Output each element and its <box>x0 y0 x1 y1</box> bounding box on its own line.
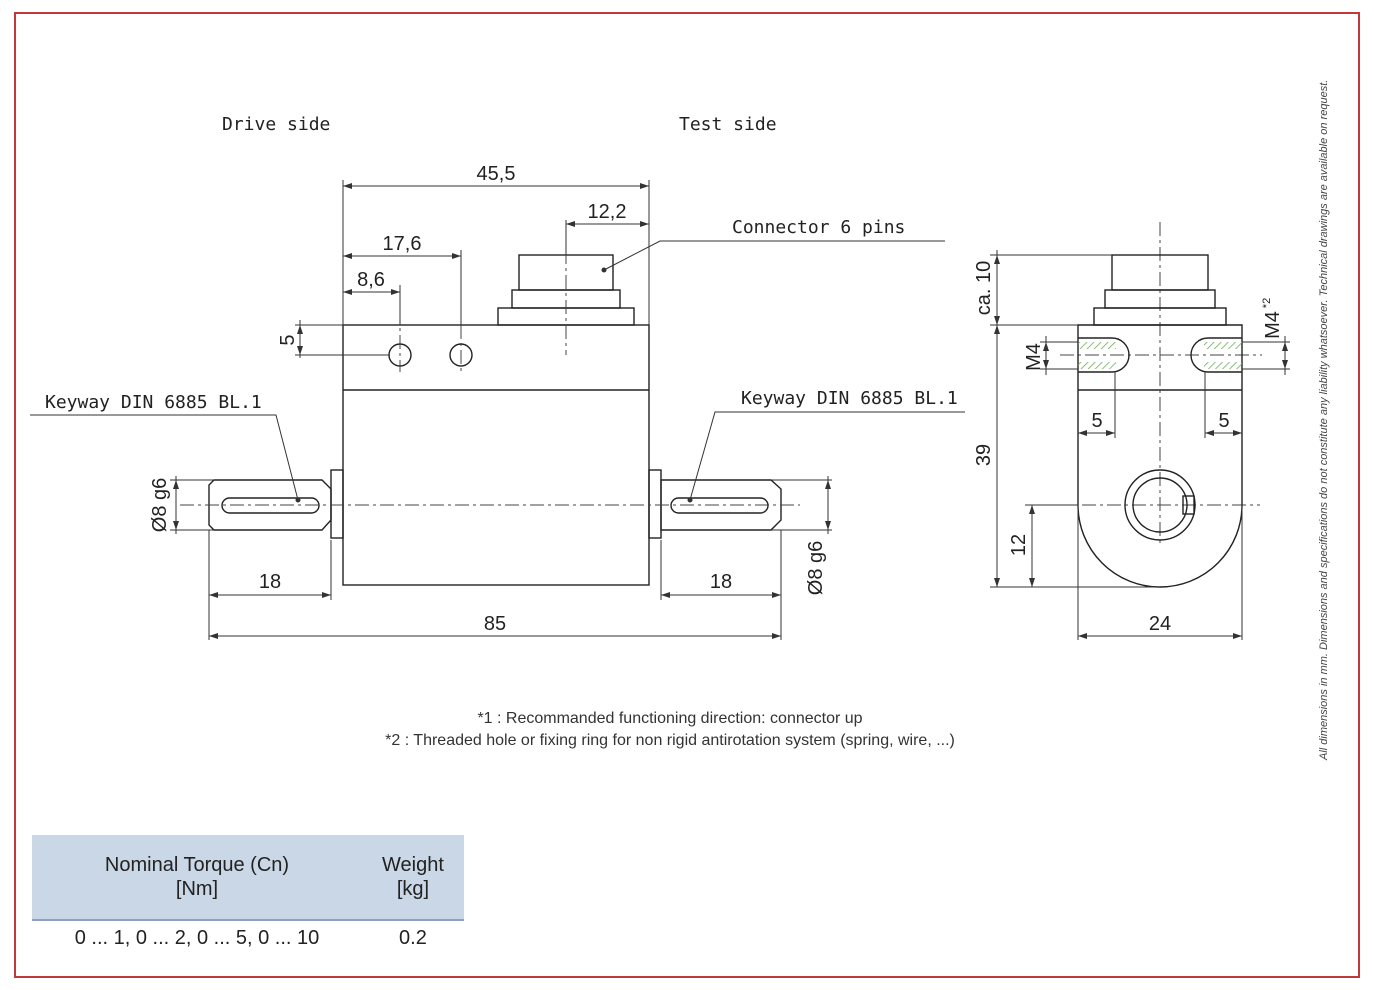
dim-18-left: 18 <box>259 571 281 593</box>
dim-17-6: 17,6 <box>383 233 422 255</box>
weight-value: 0.2 <box>399 927 427 949</box>
dim-m4-right: M4 <box>1262 311 1284 339</box>
disclaimer-text: All dimensions in mm. Dimensions and spe… <box>1318 79 1330 760</box>
torque-value: 0 ... 1, 0 ... 2, 0 ... 5, 0 ... 10 <box>74 927 320 949</box>
left-shaft <box>208 479 332 531</box>
dim-ca-10: ca. 10 <box>973 261 995 315</box>
dim-85: 85 <box>484 613 506 635</box>
keyway-right-leader <box>689 411 965 501</box>
thread-hole-right <box>1190 337 1242 373</box>
note-1: *1 : Recommanded functioning direction: … <box>477 710 863 727</box>
left-flange <box>330 469 344 539</box>
thread-hatch-right <box>1204 342 1242 349</box>
spec-table: Nominal Torque (Cn)[Nm] Weight[kg] 0 ...… <box>32 835 464 956</box>
dim-24: 24 <box>1149 613 1171 635</box>
dim-m4-left: M4 <box>1023 343 1045 371</box>
dim-right-dia: Ø8 g6 <box>805 541 827 595</box>
side-keyway <box>1182 495 1195 515</box>
right-flange <box>648 469 662 539</box>
note-2: *2 : Threaded hole or fixing ring for no… <box>385 732 955 749</box>
dim-12-2: 12,2 <box>588 201 627 223</box>
dim-39: 39 <box>973 444 995 466</box>
connector-label: Connector 6 pins <box>732 217 905 238</box>
keyway-left-label: Keyway DIN 6885 BL.1 <box>45 392 262 413</box>
dim-8-6: 8,6 <box>357 269 385 291</box>
sensor-body <box>342 324 650 586</box>
dim-12: 12 <box>1008 534 1030 556</box>
header-torque: Nominal Torque (Cn)[Nm] <box>32 835 362 921</box>
drawing-frame <box>14 12 1360 978</box>
keyway-left-leader <box>30 414 299 501</box>
side-connector-top <box>1111 254 1209 291</box>
thread-hole-left <box>1078 337 1130 373</box>
side-body <box>1077 324 1243 588</box>
connector-leader <box>603 240 945 271</box>
thread-hatch-left-b <box>1078 362 1116 369</box>
side-shaft-outer <box>1124 469 1196 541</box>
dim-5-hole: 5 <box>277 334 299 345</box>
dim-18-right: 18 <box>710 571 732 593</box>
side-shaft-inner <box>1132 477 1188 533</box>
keyway-right-label: Keyway DIN 6885 BL.1 <box>741 388 958 409</box>
spec-table-header-row: Nominal Torque (Cn)[Nm] Weight[kg] <box>32 835 464 921</box>
table-row: 0 ... 1, 0 ... 2, 0 ... 5, 0 ... 10 0.2 <box>32 920 464 956</box>
thread-note-mark: *2 <box>1261 298 1273 308</box>
dim-5-right: 5 <box>1218 410 1229 432</box>
thread-hatch-left <box>1078 342 1116 349</box>
header-weight: Weight[kg] <box>362 835 464 921</box>
dim-5-left: 5 <box>1091 410 1102 432</box>
test-side-label: Test side <box>679 114 777 135</box>
dim-45-5: 45,5 <box>477 163 516 185</box>
dim-left-dia: Ø8 g6 <box>149 478 171 532</box>
thread-hatch-right-b <box>1204 362 1242 369</box>
drive-side-label: Drive side <box>222 114 330 135</box>
